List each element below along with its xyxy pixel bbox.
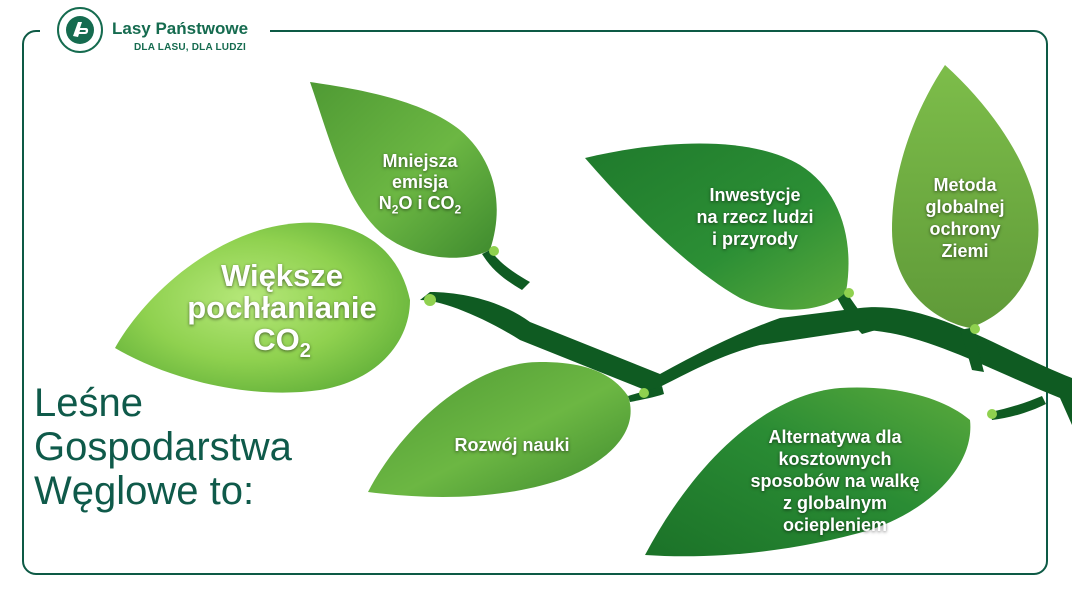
leaf-metoda [892,65,1039,328]
leaf-inwestycje [585,143,849,310]
leaf-rozwoj [368,362,631,497]
node-alternatywa [987,409,997,419]
node-metoda [970,324,980,334]
twig-mniejsza [482,250,530,290]
leaf-label-inwestycje: Inwestycje na rzecz ludzi i przyrody [696,185,814,249]
main-branch [420,292,1072,425]
leaf-mniejsza [310,82,497,258]
leaf-alternatywa [645,387,971,557]
leaf-wieksze [115,222,410,393]
leaf-label-rozwoj: Rozwój nauki [454,435,570,455]
node-rozwoj [639,388,649,398]
brand-name: Lasy Państwowe [112,19,249,38]
leaf-label-alternatywa: Alternatywa dla kosztownych sposobów na … [750,427,920,535]
twig-alternatywa [990,396,1046,420]
lasy-panstwowe-seal-icon [57,7,103,53]
content-frame [22,30,1048,575]
leaf-label-mniejsza: Mniejsza emisja N2O i CO2 [378,151,462,217]
twig-inwestycje [836,292,876,334]
twig-metoda [960,328,984,372]
leaf-label-metoda: Metoda globalnej ochrony Ziemi [925,175,1005,261]
leaf-label-wieksze: Większe pochłanianie CO2 [187,258,377,363]
page-title: Leśne Gospodarstwa Węglowe to: [34,381,292,513]
brand-tagline: DLA LASU, DLA LUDZI [134,42,246,53]
node-wieksze [424,294,436,306]
node-mniejsza [489,246,499,256]
node-inwestycje [844,288,854,298]
